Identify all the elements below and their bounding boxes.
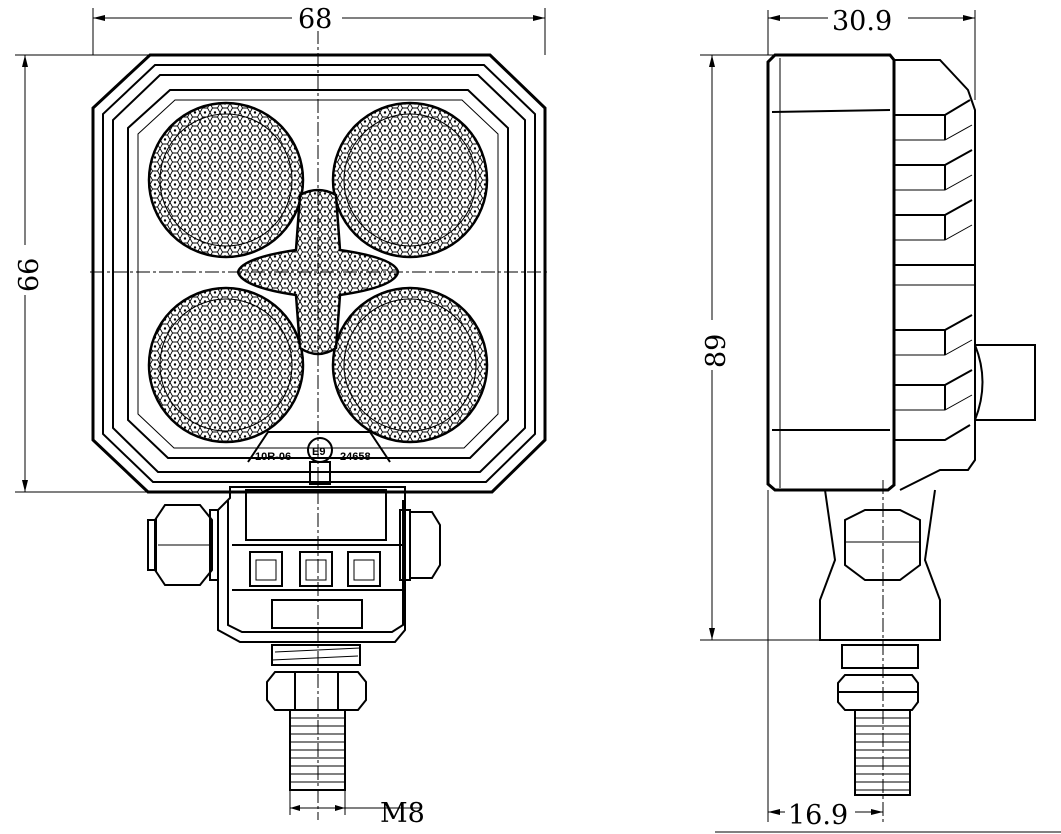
mounting-bracket [217, 486, 406, 643]
emark-text: E9 [312, 446, 325, 458]
pivot-nut-left [147, 504, 219, 586]
height-dim-label: 66 [14, 258, 45, 292]
dimension-overall-height: 89 [697, 54, 820, 641]
cable-connector [974, 344, 1036, 421]
overall-height-dim-label: 89 [701, 334, 732, 368]
heatsink-fins [894, 59, 976, 491]
dimension-width: 68 [92, 3, 546, 55]
mounting-bolt-front [266, 644, 367, 791]
bolt-offset-dim-label: 16.9 [788, 800, 848, 831]
depth-dim-label: 30.9 [832, 6, 892, 37]
dimension-depth: 30.9 [767, 3, 976, 100]
dimension-thread: M8 [289, 790, 425, 829]
marking-right-text: 24658 [340, 451, 371, 463]
pivot-nut-right [399, 509, 441, 581]
thread-dim-label: M8 [380, 798, 425, 829]
side-view: 30.9 89 16.9 [697, 3, 1061, 833]
marking-left-text: 10R-06 [255, 451, 291, 463]
side-bracket [819, 489, 941, 641]
housing-outline [91, 53, 547, 494]
dimension-bolt-offset: 16.9 [715, 490, 1061, 833]
front-view: 10R-06 E9 24658 [10, 3, 548, 829]
dimension-height: 66 [10, 54, 150, 493]
homologation-marking: 10R-06 E9 24658 [247, 431, 391, 485]
width-dim-label: 68 [298, 4, 332, 35]
mounting-bolt-side [837, 644, 919, 796]
